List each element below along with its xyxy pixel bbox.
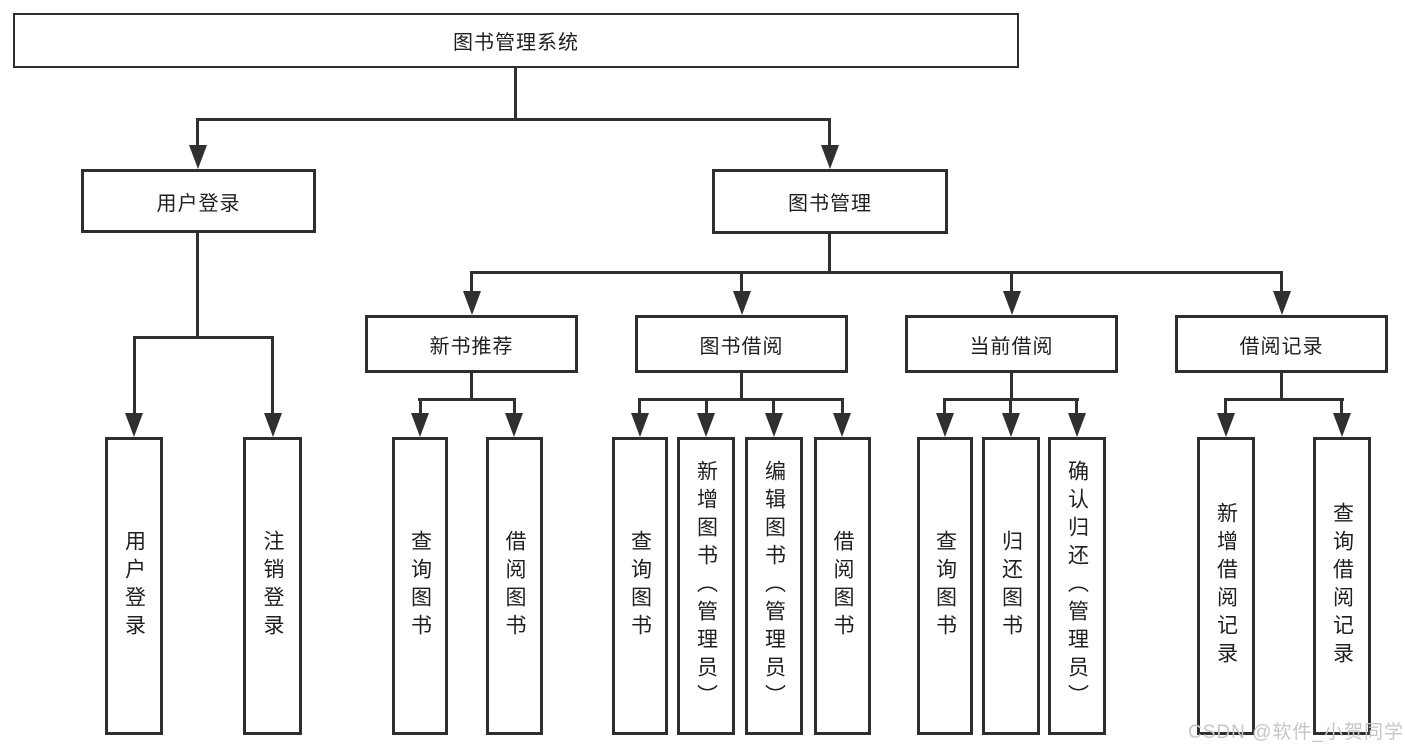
node-label: 图书借阅 xyxy=(699,335,784,358)
connector-stem xyxy=(1010,271,1013,295)
node-label: 用户登录 xyxy=(122,530,146,642)
arrowhead-down-icon xyxy=(505,413,523,437)
arrowhead-down-icon xyxy=(125,413,143,437)
connector-stem xyxy=(1280,373,1283,400)
connector-stem xyxy=(638,398,641,415)
connector-stem xyxy=(1340,398,1343,415)
connector-stem xyxy=(1224,398,1227,415)
arrowhead-down-icon xyxy=(1003,291,1021,315)
connector-hline xyxy=(638,398,844,401)
connector-root-stem xyxy=(514,68,517,121)
leaf-cb-return-books: 归还图书 xyxy=(982,437,1040,735)
node-label: 新增借阅记录 xyxy=(1214,502,1238,670)
connector-stem xyxy=(470,373,473,400)
arrowhead-down-icon xyxy=(1273,291,1291,315)
node-label: 确认归还（管理员） xyxy=(1065,460,1089,712)
arrowhead-down-icon xyxy=(264,413,282,437)
node-label: 查询借阅记录 xyxy=(1330,502,1354,670)
arrowhead-down-icon xyxy=(936,413,954,437)
connector-stem xyxy=(196,118,199,147)
node-label: 编辑图书（管理员） xyxy=(762,460,786,712)
connector-stem xyxy=(470,271,473,295)
connector-stem xyxy=(1010,373,1013,400)
connector-stem xyxy=(841,398,844,415)
arrowhead-down-icon xyxy=(1068,413,1086,437)
node-label: 借阅图书 xyxy=(831,530,854,642)
arrowhead-down-icon xyxy=(765,413,783,437)
connector-stem xyxy=(1075,398,1078,415)
node-label: 查询图书 xyxy=(408,530,432,642)
node-label: 注销登录 xyxy=(261,530,284,642)
leaf-user-login: 用户登录 xyxy=(105,437,163,735)
leaf-cb-confirm-return-admin: 确认归还（管理员） xyxy=(1048,437,1106,735)
leaf-bb-query-books: 查询图书 xyxy=(612,437,668,735)
connector-stem xyxy=(772,398,775,415)
node-label: 借阅记录 xyxy=(1239,335,1324,358)
node-label: 图书管理 xyxy=(788,193,872,215)
leaf-nb-borrow-books: 借阅图书 xyxy=(486,437,543,735)
connector-stem xyxy=(1280,271,1283,295)
arrowhead-down-icon xyxy=(697,413,715,437)
node-label: 查询图书 xyxy=(628,530,652,642)
connector-level3-hline xyxy=(470,271,1283,274)
connector-stem xyxy=(943,398,946,415)
arrowhead-down-icon xyxy=(1002,413,1020,437)
connector-hline xyxy=(418,398,516,401)
csdn-watermark: CSDN @软件_小贺同学 xyxy=(1188,722,1404,743)
node-label: 图书管理系统 xyxy=(453,32,579,54)
node-current-borrow: 当前借阅 xyxy=(905,315,1118,373)
node-borrow-records: 借阅记录 xyxy=(1175,315,1388,373)
leaf-nb-query-books: 查询图书 xyxy=(392,437,448,735)
arrowhead-down-icon xyxy=(821,145,839,169)
connector-stem xyxy=(133,336,136,415)
arrowhead-down-icon xyxy=(411,413,429,437)
arrowhead-down-icon xyxy=(631,413,649,437)
arrowhead-down-icon xyxy=(833,413,851,437)
arrowhead-down-icon xyxy=(1333,413,1351,437)
arrowhead-down-icon xyxy=(1217,413,1235,437)
node-label: 借阅图书 xyxy=(503,530,526,642)
node-user-login: 用户登录 xyxy=(81,169,316,233)
leaf-bb-edit-book-admin: 编辑图书（管理员） xyxy=(745,437,803,735)
node-new-book-recommend: 新书推荐 xyxy=(365,315,578,373)
connector-hline xyxy=(1224,398,1344,401)
connector-level2-hline xyxy=(196,118,831,121)
node-label: 用户登录 xyxy=(156,192,241,215)
leaf-cb-query-books: 查询图书 xyxy=(917,437,973,735)
arrowhead-down-icon xyxy=(189,145,207,169)
node-book-borrow: 图书借阅 xyxy=(635,315,848,373)
leaf-br-query-record: 查询借阅记录 xyxy=(1313,437,1371,735)
connector-stem xyxy=(828,118,831,147)
connector-userlogin-hline xyxy=(133,336,274,339)
leaf-bb-borrow-books: 借阅图书 xyxy=(814,437,871,735)
connector-stem xyxy=(705,398,708,415)
arrowhead-down-icon xyxy=(733,291,751,315)
connector-stem xyxy=(740,373,743,400)
node-book-management: 图书管理 xyxy=(712,169,948,234)
connector-userlogin-stem xyxy=(196,233,199,339)
connector-stem xyxy=(419,398,422,415)
node-label: 当前借阅 xyxy=(969,335,1054,358)
node-root-library-system: 图书管理系统 xyxy=(13,13,1019,68)
connector-stem xyxy=(740,271,743,295)
leaf-bb-add-book-admin: 新增图书（管理员） xyxy=(677,437,735,735)
node-label: 归还图书 xyxy=(999,530,1023,642)
connector-stem xyxy=(513,398,516,415)
leaf-logout: 注销登录 xyxy=(243,437,302,735)
connector-bookmgmt-stem xyxy=(828,234,831,274)
arrowhead-down-icon xyxy=(463,291,481,315)
node-label: 新书推荐 xyxy=(429,335,514,358)
connector-stem xyxy=(1009,398,1012,415)
node-label: 新增图书（管理员） xyxy=(694,460,718,712)
connector-stem xyxy=(271,336,274,415)
node-label: 查询图书 xyxy=(933,530,957,642)
leaf-br-add-record: 新增借阅记录 xyxy=(1197,437,1255,735)
